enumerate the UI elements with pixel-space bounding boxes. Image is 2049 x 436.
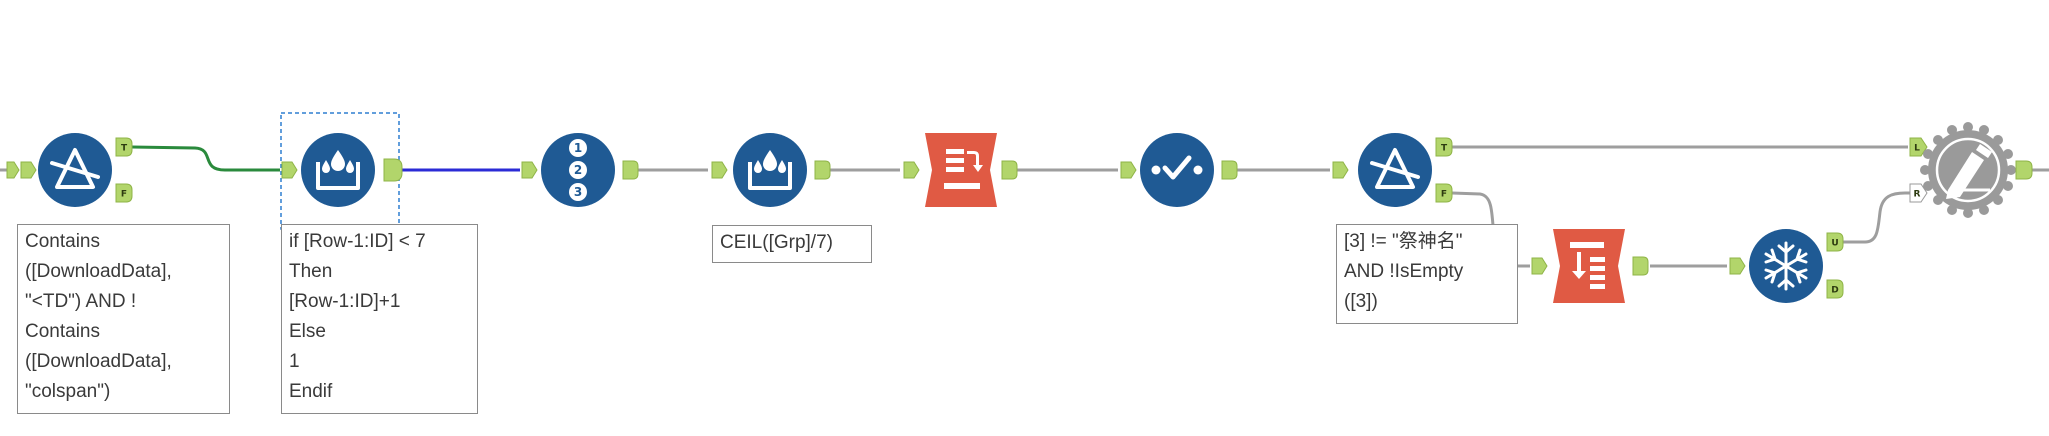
svg-text:D: D [1831, 286, 1838, 296]
formula1-annotation[interactable]: if [Row-1:ID] < 7 Then [Row-1:ID]+1 Else… [281, 224, 478, 414]
multi-row-formula-icon [316, 150, 360, 190]
connection-unique-to-join-right[interactable] [1843, 191, 1910, 244]
formula-icon [748, 150, 792, 190]
false-anchor[interactable]: F [1435, 183, 1453, 203]
cross-tab-icon [944, 149, 983, 189]
false-anchor[interactable]: F [115, 183, 133, 203]
cross-tab-tool[interactable] [903, 133, 1018, 207]
output-anchor[interactable] [2015, 160, 2033, 180]
annotation-line: "<TD") AND ! [25, 291, 137, 312]
svg-text:U: U [1831, 239, 1838, 249]
annotation-line: Endif [289, 381, 333, 402]
filter-icon [1370, 148, 1420, 189]
record-id-tool[interactable]: 1 2 3 [521, 133, 639, 207]
annotation-line: ([DownloadData], [25, 351, 172, 372]
annotation-line: Contains [25, 231, 100, 252]
duplicate-anchor[interactable]: D [1826, 279, 1844, 299]
true-anchor[interactable]: T [1435, 137, 1453, 157]
svg-text:1: 1 [574, 141, 582, 155]
annotation-line: [Row-1:ID]+1 [289, 291, 401, 312]
join-icon [1946, 144, 1992, 199]
filter1-annotation[interactable]: Contains ([DownloadData], "<TD") AND ! C… [17, 224, 230, 414]
svg-text:T: T [121, 144, 128, 154]
annotation-line: CEIL([Grp]/7) [720, 232, 833, 253]
svg-text:2: 2 [574, 163, 582, 177]
transpose-icon [1570, 242, 1605, 289]
annotation-line: Else [289, 321, 326, 342]
record-id-icon: 1 2 3 [569, 139, 587, 201]
annotation-line: if [Row-1:ID] < 7 [289, 231, 426, 252]
svg-text:3: 3 [574, 185, 582, 199]
formula2-annotation[interactable]: CEIL([Grp]/7) [712, 225, 872, 263]
formula-tool[interactable] [711, 133, 831, 207]
annotation-line: "colspan") [25, 381, 111, 402]
annotation-line: 1 [289, 351, 300, 372]
filter-tool-1[interactable]: T F [20, 133, 133, 207]
filter-icon [50, 148, 100, 189]
unique-icon [1764, 241, 1808, 291]
unique-anchor[interactable]: U [1826, 232, 1844, 252]
true-anchor[interactable]: T [115, 137, 133, 157]
connection-filter1-to-multirow[interactable] [131, 145, 280, 172]
transpose-tool[interactable] [1531, 229, 1649, 303]
annotation-line: ([DownloadData], [25, 261, 172, 282]
annotation-line: AND !IsEmpty [1344, 261, 1464, 282]
svg-text:F: F [1441, 190, 1447, 200]
multi-row-formula-tool[interactable] [280, 112, 403, 230]
filter-tool-2[interactable]: T F [1332, 133, 1453, 207]
annotation-line: Then [289, 261, 333, 282]
annotation-line: ([3]) [1344, 291, 1378, 312]
svg-text:F: F [121, 190, 127, 200]
right-input-anchor[interactable]: R [1909, 183, 1928, 203]
annotation-line: Contains [25, 321, 100, 342]
annotation-line: [3] != "祭神名" [1344, 231, 1463, 252]
svg-text:T: T [1441, 144, 1448, 154]
edge-output-anchor[interactable] [6, 161, 20, 179]
select-tool[interactable] [1120, 133, 1238, 207]
output-anchor[interactable] [383, 158, 403, 182]
svg-text:L: L [1914, 144, 1920, 154]
join-tool[interactable]: L R [1909, 122, 2033, 218]
unique-tool[interactable]: U D [1729, 229, 1844, 303]
select-icon [1151, 155, 1203, 180]
filter2-annotation[interactable]: [3] != "祭神名" AND !IsEmpty ([3]) [1336, 224, 1518, 324]
svg-text:R: R [1914, 190, 1921, 200]
